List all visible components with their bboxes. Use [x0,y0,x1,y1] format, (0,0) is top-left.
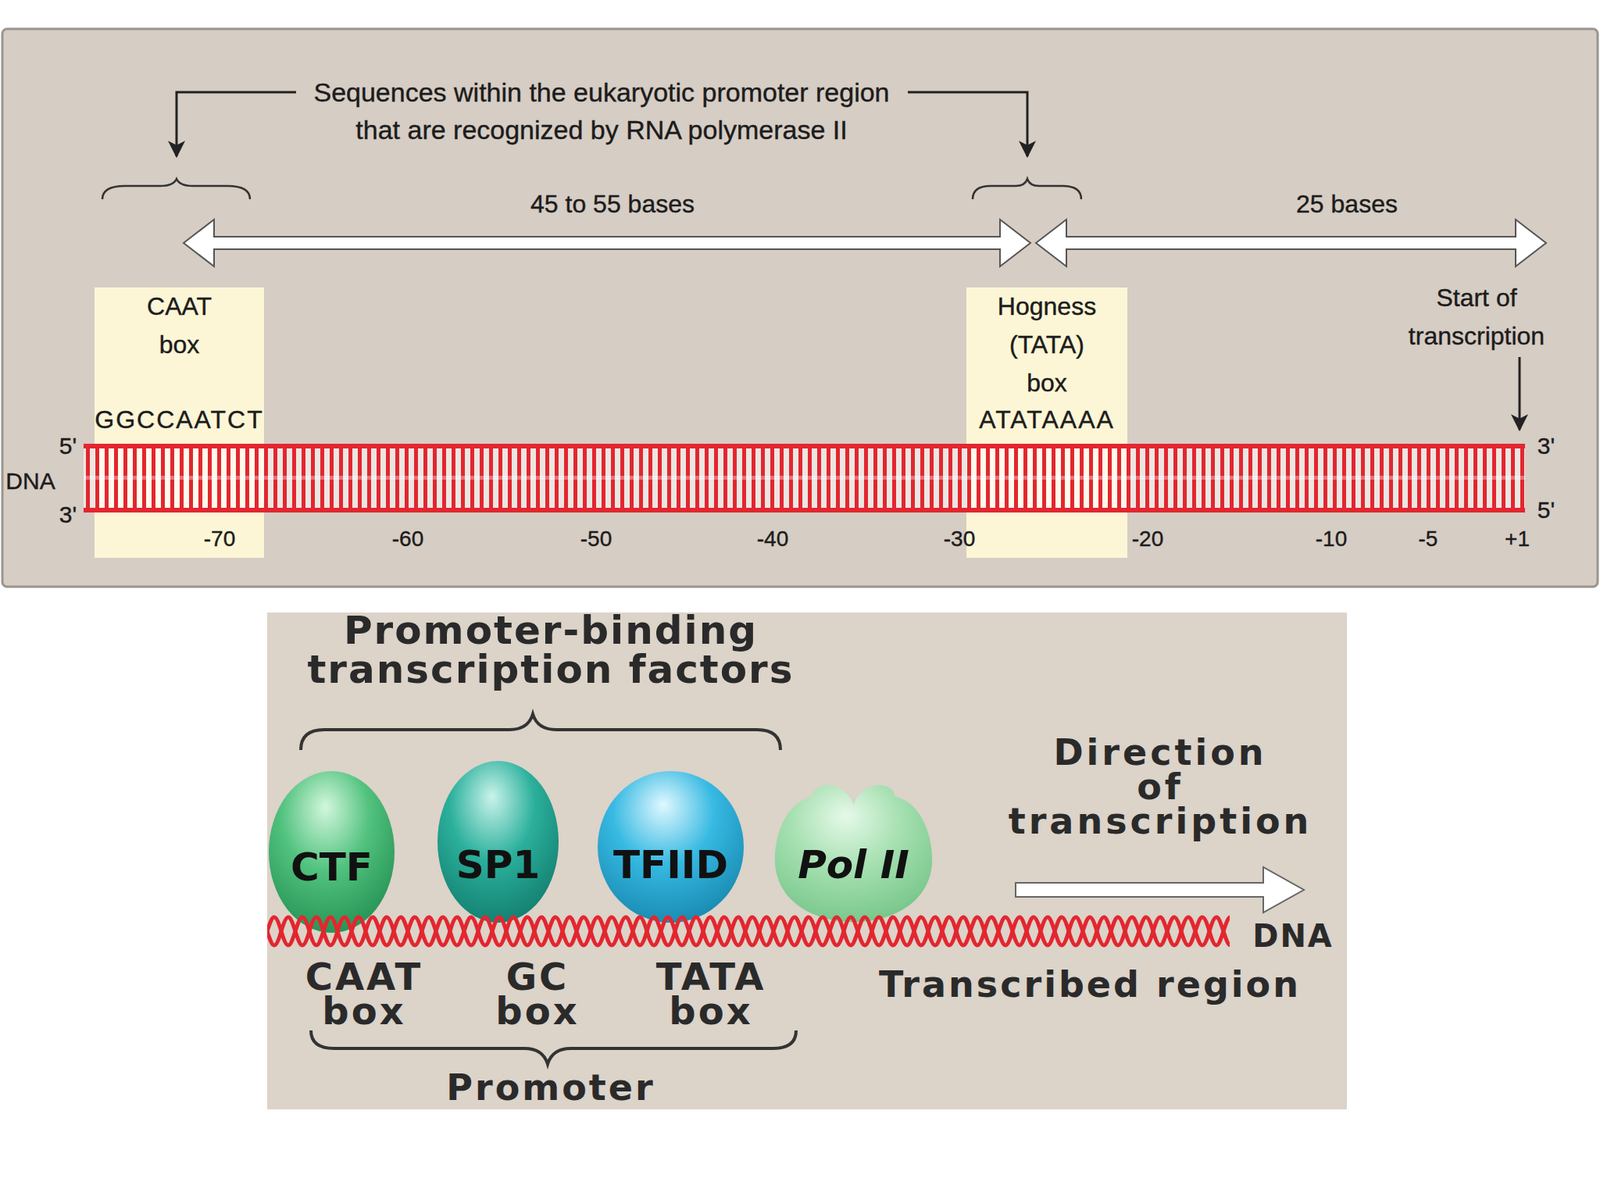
consensus-sequence: GGCCAATCT [94,403,265,436]
strand-end-label: 3' [44,500,92,529]
start-label: Start of transcription [1398,278,1555,356]
position-tick: -20 [1116,525,1179,553]
dimension-arrow [183,219,1031,267]
position-tick: -5 [1396,525,1460,553]
dna-helix [267,911,1230,951]
position-tick: -30 [928,525,991,553]
dimension-label: 25 bases [1229,188,1465,220]
dna-ladder [83,446,1525,511]
position-tick: -60 [376,525,440,553]
position-tick: +1 [1485,525,1549,553]
leader-line [176,92,297,157]
bracket-label: Promoter [394,1068,708,1107]
node-outline [436,760,560,924]
polymerase-shape: Pol II [773,775,934,924]
factor-name: CTF [267,845,396,890]
consensus-sequence: ATATAAAA [966,403,1128,436]
promoter-element-box: Hogness (TATA) boxATATAAAA [966,287,1128,558]
position-tick: -40 [741,525,804,553]
top-panel [2,28,1598,587]
promoter-element-box: CAAT boxGGCCAATCT [94,287,265,558]
start-arrow [1518,357,1522,430]
molecule-label: DNA [1214,918,1372,954]
factor-ellipse: TFIID [596,770,745,924]
curly-brace [102,178,250,200]
factor-ellipse: SP1 [436,760,560,924]
dimension-arrow [1035,219,1547,267]
direction-label: Direction of transcription [988,735,1333,839]
element-label: CAAT box [278,959,450,1029]
dna-strand [83,507,1525,513]
callout-text: Sequences within the eukaryotic promoter… [300,73,903,149]
strand-end-label: 5' [1522,496,1570,525]
position-tick: -10 [1300,525,1363,553]
curly-brace [972,178,1082,200]
position-tick: -50 [564,525,628,553]
factor-ellipse-shape [597,771,744,923]
element-label: GC box [451,959,624,1029]
factor-ellipse: CTF [267,770,396,934]
dna-interior [83,446,1525,511]
factor-ellipse-shape [268,771,395,933]
molecule-label: DNA [0,467,62,496]
position-tick: -70 [188,525,251,553]
strand-end-label: 3' [1522,432,1570,461]
leader-line [907,92,1028,157]
group-heading: Promoter-binding transcription factors [277,610,825,690]
element-name: Hogness (TATA) box [966,287,1128,403]
element-name: CAAT box [94,287,265,365]
factor-ellipse-shape [437,760,559,923]
factor-name: SP1 [436,842,560,887]
factor-name: TFIID [596,842,745,887]
element-label: TATA box [625,959,797,1029]
strand-end-label: 5' [44,432,92,461]
curly-brace [310,1030,797,1065]
dimension-label: 45 to 55 bases [456,188,769,220]
factor-name: Pol II [773,842,934,887]
curly-brace [300,714,781,750]
dna-midline [83,475,1525,480]
direction-arrow [1015,867,1304,913]
dna-strand [83,443,1525,449]
region-label: Transcribed region [839,964,1340,1004]
